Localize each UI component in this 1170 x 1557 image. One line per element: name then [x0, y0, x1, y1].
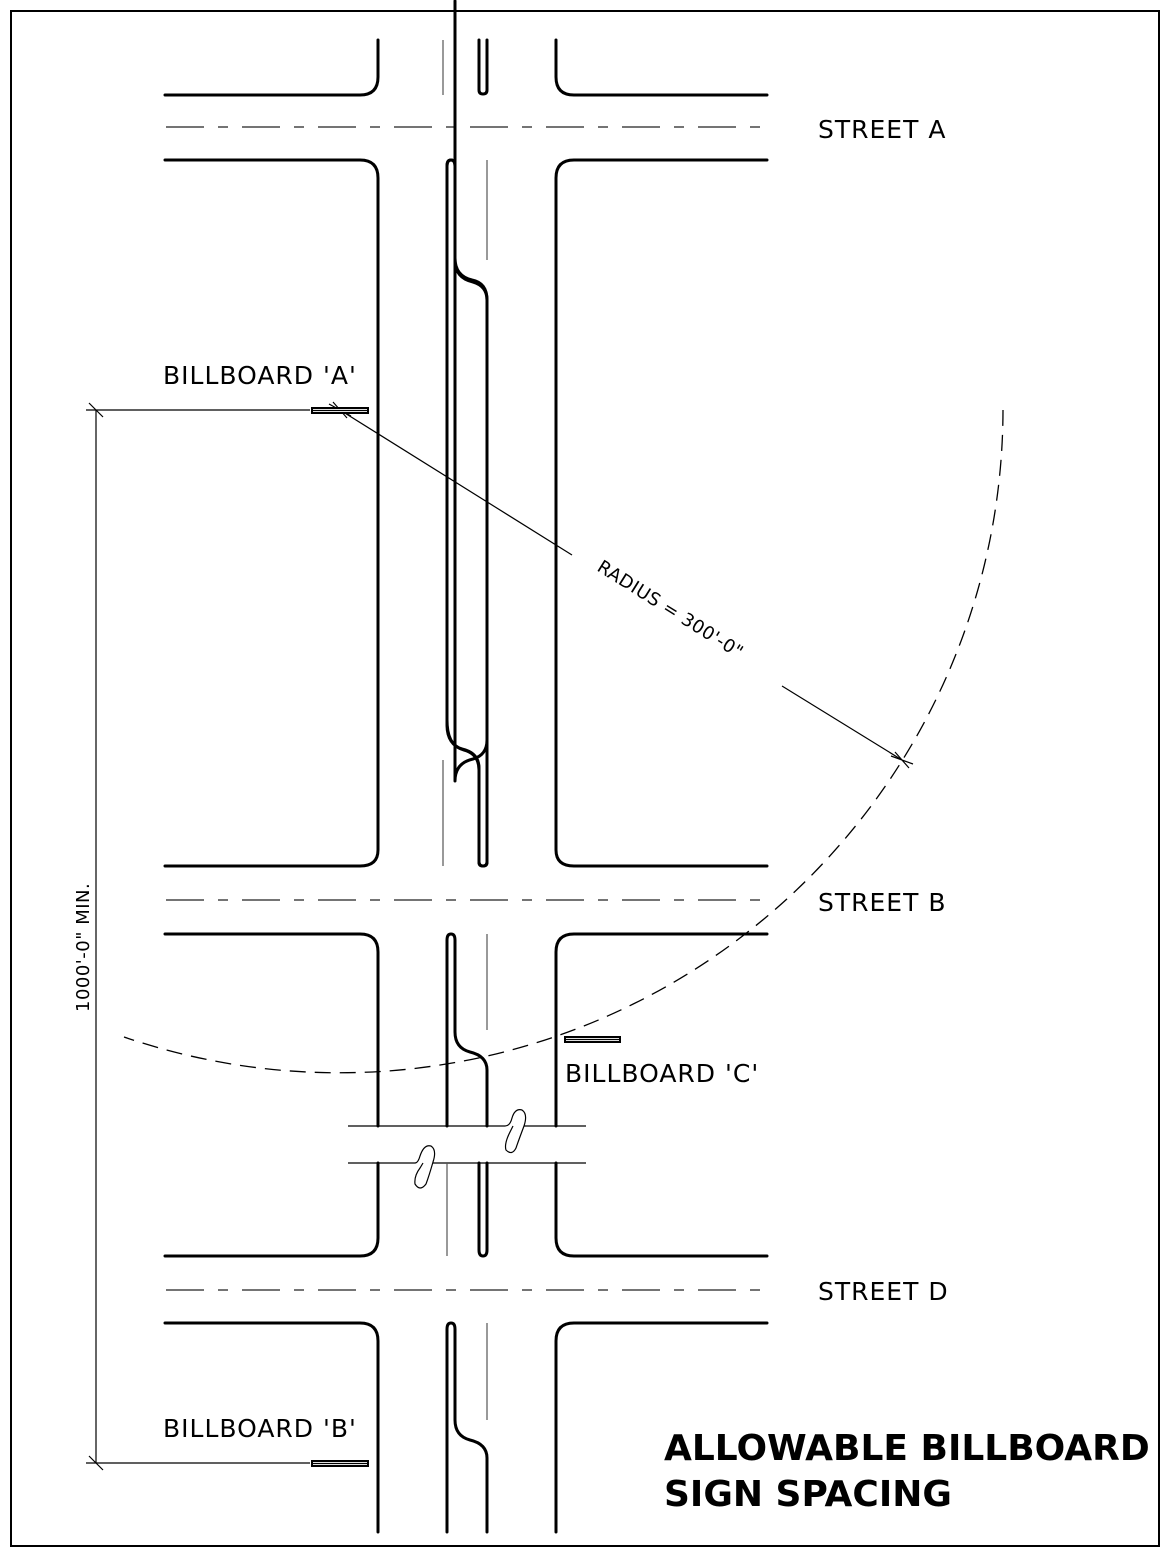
spacing-tick-bottom	[88, 1455, 104, 1471]
median-a-b	[445, 0, 489, 868]
street-b-label: STREET B	[818, 888, 946, 917]
street-d-roadway	[163, 1321, 769, 1534]
title-line-2: SIGN SPACING	[664, 1474, 952, 1515]
break-line	[348, 1109, 586, 1189]
billboard-b-label: BILLBOARD 'B'	[163, 1414, 357, 1443]
radius-line-1	[339, 409, 573, 556]
billboard-a-label: BILLBOARD 'A'	[163, 361, 357, 390]
drawing-border	[10, 10, 1160, 1547]
billboard-c-sign	[564, 1036, 621, 1043]
radius-label: RADIUS = 300'-0"	[593, 556, 747, 663]
median-top	[477, 38, 489, 96]
block-b-d-roadway	[163, 1161, 769, 1258]
street-b-roadway	[163, 932, 769, 1128]
radius-line-2	[781, 685, 903, 761]
spacing-tick-top	[88, 402, 104, 418]
median-b	[445, 932, 489, 1128]
street-d-label: STREET D	[818, 1277, 949, 1306]
billboard-a-sign	[311, 407, 369, 414]
radius-tick-end	[890, 751, 914, 769]
spacing-label: 1000'-0" MIN.	[73, 883, 94, 1012]
billboard-c-label: BILLBOARD 'C'	[565, 1059, 759, 1088]
median-a-b-right	[445, 158, 489, 868]
street-a-roadway	[163, 38, 769, 868]
billboard-b-sign	[311, 1460, 369, 1467]
title-line-1: ALLOWABLE BILLBOARD	[664, 1428, 1150, 1469]
radius-arc	[123, 409, 1004, 1074]
street-a-label: STREET A	[818, 115, 946, 144]
